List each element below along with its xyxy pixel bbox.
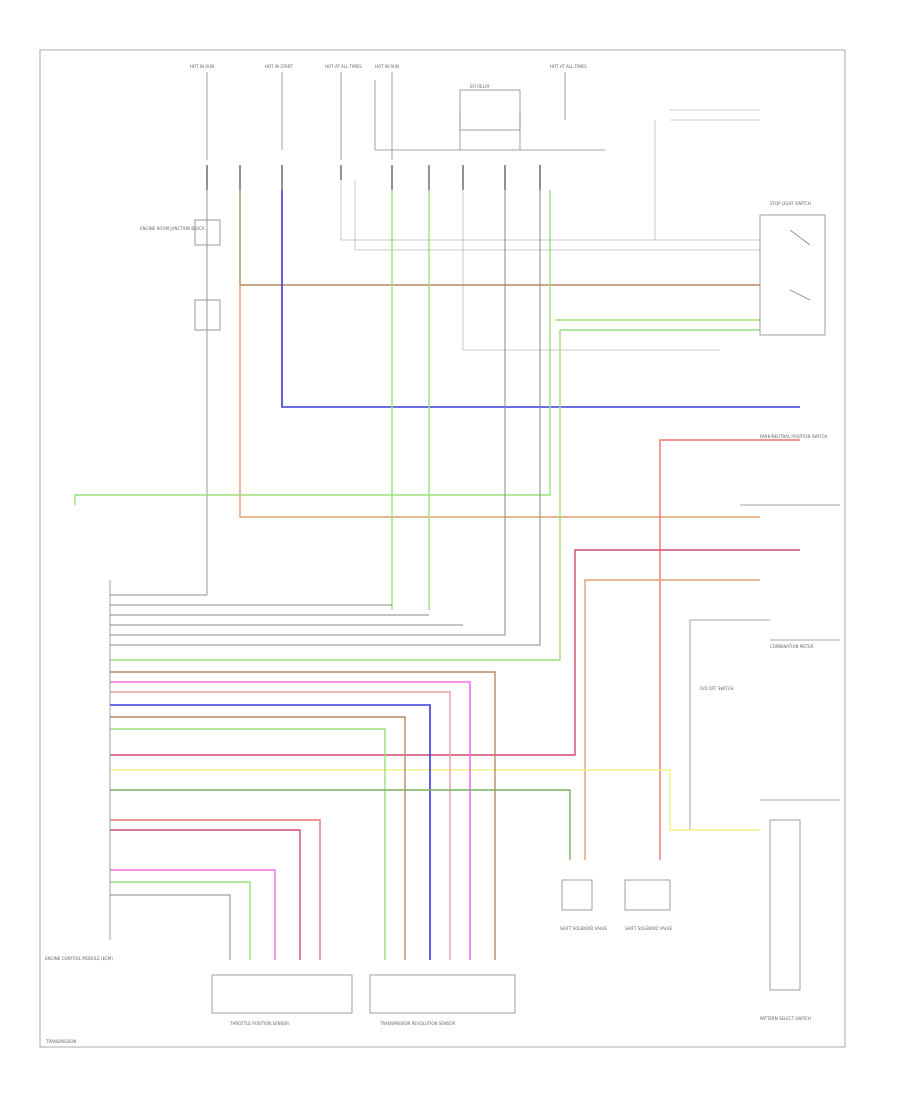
- pink-wire-2: [110, 691, 451, 960]
- orange-wire-left: [239, 285, 760, 518]
- brown-wire-ecm: [110, 671, 496, 960]
- right-components: [689, 504, 840, 991]
- pink-wire-lower: [110, 869, 276, 960]
- solenoid-1-label: SHIFT SOLENOID VALVE: [560, 926, 608, 931]
- stop-light-label: STOP LIGHT SWITCH: [770, 201, 811, 206]
- red-wire-2: [110, 549, 800, 756]
- gray-wire-lower: [110, 894, 231, 960]
- diagram-border: [39, 49, 846, 1048]
- connector-stubs: [206, 165, 541, 190]
- trans-connector: [369, 974, 516, 1014]
- junction-left-label: ENGINE ROOM JUNCTION BLOCK: [140, 226, 205, 231]
- green-wire-lower: [110, 881, 251, 960]
- left-trunk: [194, 190, 221, 595]
- pink-wire-1: [110, 681, 471, 960]
- red-wire-1: [659, 439, 800, 860]
- throttle-connector: [211, 974, 353, 1014]
- footer-label: TRANSMISSION: [45, 1039, 76, 1044]
- ecm-bundle: [110, 190, 541, 646]
- red-wire-lower-2: [110, 829, 301, 960]
- brown-wire-ecm-2: [110, 716, 406, 960]
- right-relay-box: [759, 214, 826, 336]
- fuse-label-2: HOT IN START: [265, 64, 293, 69]
- trans-control-label: TRANSMISSION REVOLUTION SENSOR: [379, 1021, 455, 1026]
- combination-meter-label: COMBINATION METER: [770, 644, 814, 649]
- fuse-label-3: HOT AT ALL TIMES: [325, 64, 362, 69]
- neutral-switch-label: PARK/NEUTRAL POSITION SWITCH: [760, 434, 827, 439]
- brown-wire: [239, 190, 760, 286]
- solenoid-2-label: SHIFT SOLENOID VALVE: [625, 926, 673, 931]
- fuse-label-4: HOT IN RUN: [375, 64, 399, 69]
- efi-relay-label: EFI RELAY: [470, 84, 490, 89]
- red-wire-lower: [110, 819, 321, 960]
- fuse-label-5: HOT AT ALL TIMES: [550, 64, 587, 69]
- green-wire-ecm: [110, 728, 386, 960]
- yellow-wire: [110, 769, 760, 831]
- fuse-label-1: HOT IN RUN: [190, 64, 214, 69]
- blue-wire: [281, 190, 800, 408]
- throttle-sensor-label: THROTTLE POSITION SENSOR: [229, 1021, 289, 1026]
- gray-wires: [340, 109, 760, 351]
- orange-wire-right: [584, 579, 760, 860]
- overdrive-switch-label: O/D OFF SWITCH: [700, 686, 734, 691]
- darkgreen-wire: [110, 789, 571, 860]
- blue-wire-ecm: [110, 704, 431, 960]
- ecm-label: ENGINE CONTROL MODULE (ECM): [45, 956, 113, 961]
- top-fuse-group: [206, 72, 605, 160]
- green-wires: [74, 190, 760, 661]
- pattern-select-label: PATTERN SELECT SWITCH: [760, 1016, 811, 1021]
- solenoids: [561, 879, 671, 911]
